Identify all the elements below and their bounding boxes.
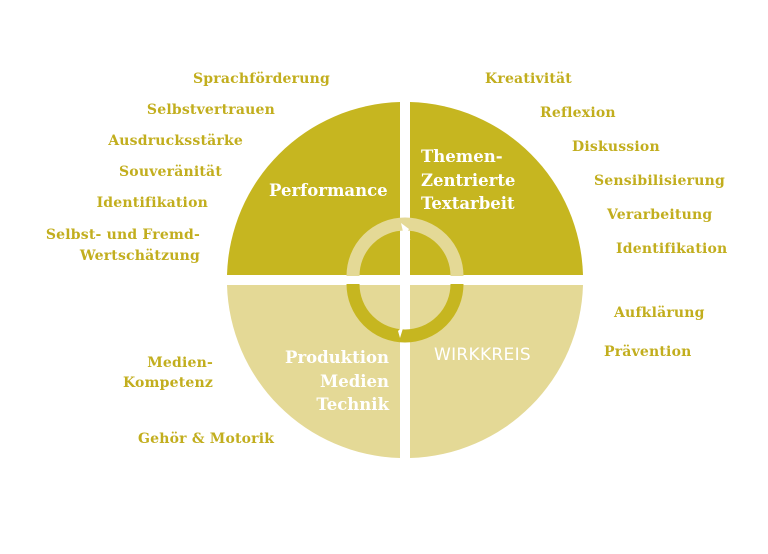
produktion-line: Technik xyxy=(316,395,389,414)
right-label: Reflexion xyxy=(540,105,616,121)
inner-ring-bottom xyxy=(346,283,464,343)
right-label: Diskussion xyxy=(572,139,660,155)
textarbeit-line: Zentrierte xyxy=(421,170,516,190)
quadrant-produktion xyxy=(227,285,400,458)
produktion-label: Produktion Medien Technik xyxy=(285,346,389,417)
quadrant-performance xyxy=(227,102,400,275)
right-label: Verarbeitung xyxy=(607,207,713,223)
left-label: Identifikation xyxy=(96,195,208,211)
right-label: Sensibilisierung xyxy=(594,173,725,189)
produktion-line: Produktion xyxy=(285,348,389,367)
textarbeit-line: Textarbeit xyxy=(421,194,515,213)
performance-label: Performance xyxy=(269,181,388,200)
right-label: Prävention xyxy=(604,344,692,360)
wirkkreis-label: WIRKKREIS xyxy=(434,345,531,365)
textarbeit-label: Themen- Zentrierte Textarbeit xyxy=(421,145,515,216)
left-label: Souveränität xyxy=(118,164,222,180)
right-label: Identifikation xyxy=(616,241,728,257)
textarbeit-line: Themen- xyxy=(421,147,503,166)
right-label: Kreativität xyxy=(485,71,572,87)
bottom-left-label: Kompetenz xyxy=(122,375,213,391)
left-label: Sprachförderung xyxy=(192,71,330,87)
bottom-left-label: Medien- xyxy=(147,355,213,371)
left-label: Selbst- und Fremd- xyxy=(45,227,200,243)
right-label: Aufklärung xyxy=(614,305,705,321)
left-label: Selbstvertrauen xyxy=(146,102,275,118)
quadrant-wirkkreis xyxy=(410,285,583,458)
left-label: Wertschätzung xyxy=(79,248,200,264)
produktion-line: Medien xyxy=(319,371,389,391)
quadrant-textarbeit xyxy=(410,102,583,275)
left-label: Ausdrucksstärke xyxy=(108,133,243,149)
inner-ring-top xyxy=(346,217,464,277)
bottom-left-label: Gehör & Motorik xyxy=(138,431,275,447)
